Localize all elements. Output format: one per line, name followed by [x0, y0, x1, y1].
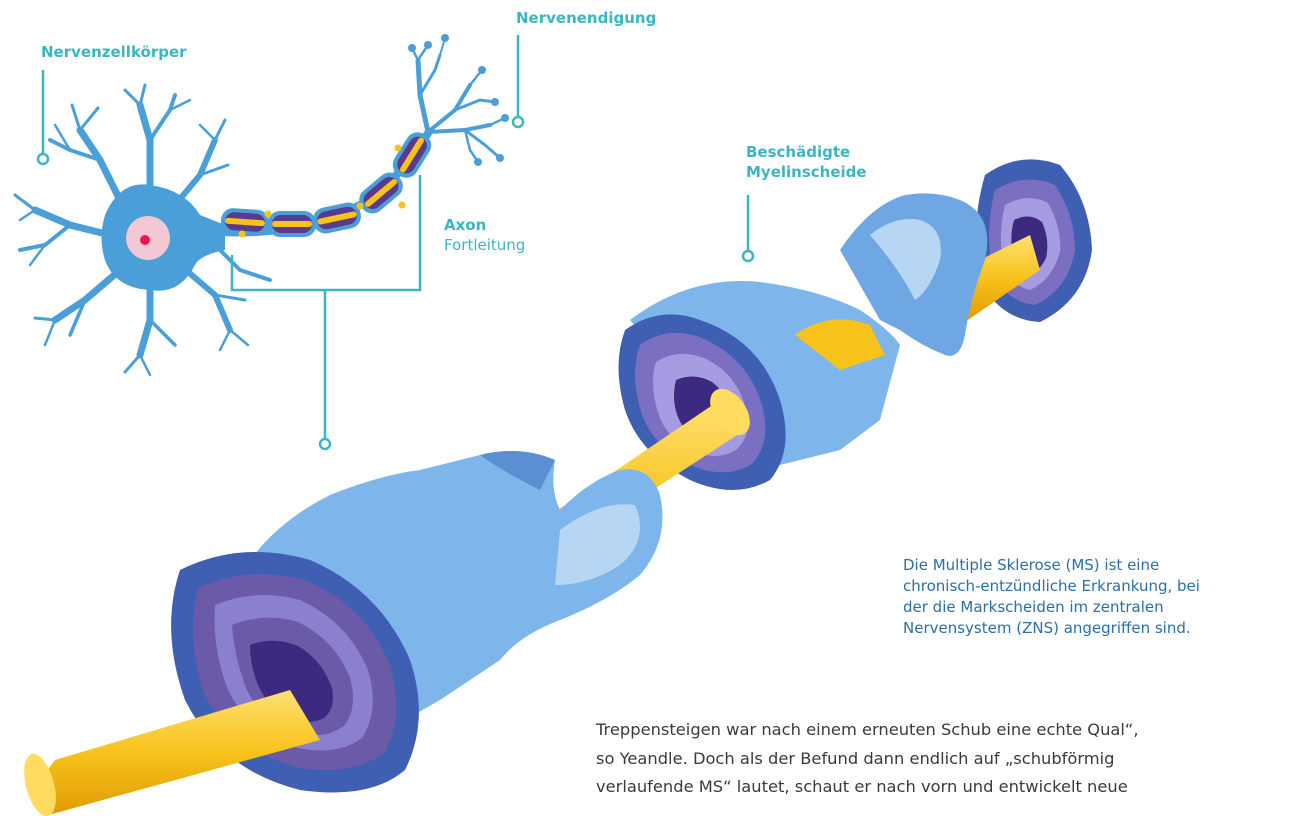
body-line: verlaufende MS“ lautet, schaut er nach v… — [596, 773, 1270, 802]
label-nerve-ending: Nervenendigung — [516, 8, 656, 28]
myelin-segments — [220, 128, 436, 238]
caption-line: der die Markscheiden im zentralen — [903, 597, 1283, 618]
body-line: Treppensteigen war nach einem erneuten S… — [596, 716, 1270, 745]
body-line: so Yeandle. Doch als der Befund dann end… — [596, 745, 1270, 774]
label-cell-body: Nervenzellkörper — [41, 42, 187, 62]
caption-line: Nervensystem (ZNS) angegriffen sind. — [903, 618, 1283, 639]
label-axon-sub: Fortleitung — [444, 236, 525, 254]
caption-line: chronisch-entzündliche Erkrankung, bei — [903, 576, 1283, 597]
neuron-illustration — [15, 34, 509, 375]
caption-line: Die Multiple Sklerose (MS) ist eine — [903, 555, 1283, 576]
label-damaged-sheath: Beschädigte Myelinscheide — [746, 142, 867, 182]
nucleolus — [140, 235, 150, 245]
body-paragraph: Treppensteigen war nach einem erneuten S… — [596, 716, 1270, 802]
label-axon: Axon Fortleitung — [444, 215, 525, 255]
ms-caption: Die Multiple Sklerose (MS) ist eine chro… — [903, 555, 1283, 639]
